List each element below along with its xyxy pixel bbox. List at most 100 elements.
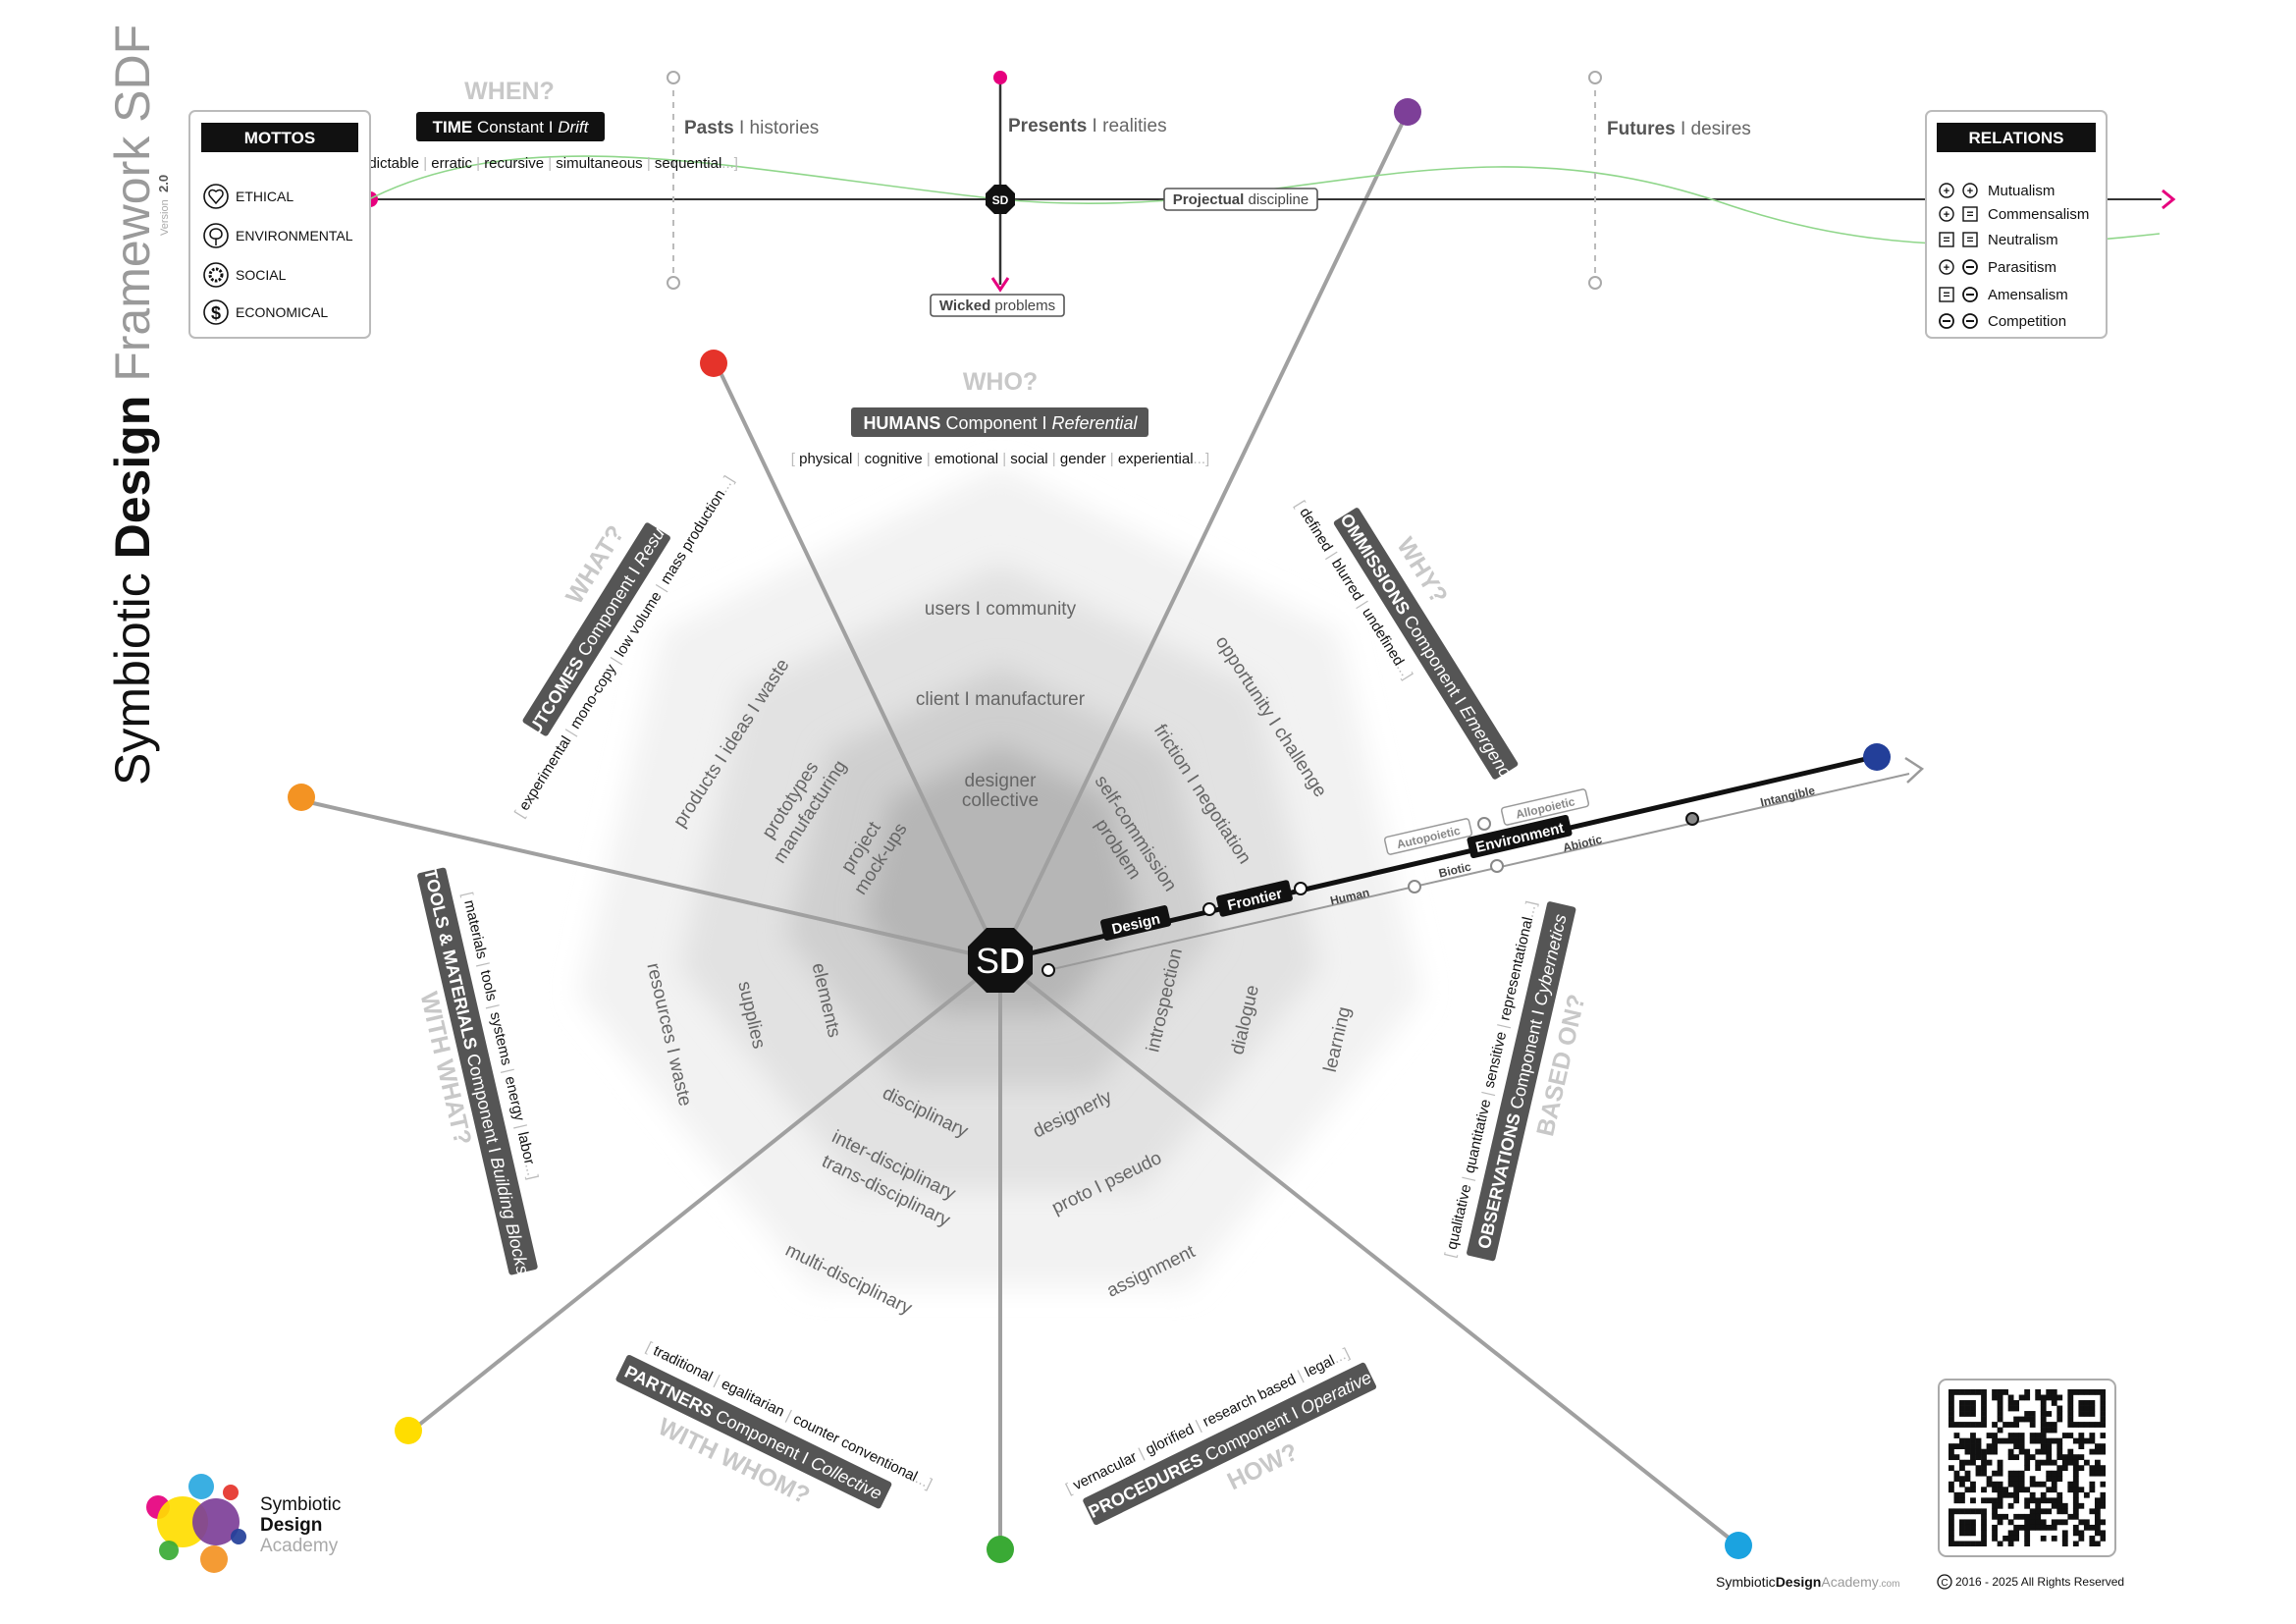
relations-panel-frame	[1925, 110, 2108, 339]
qr-module	[2029, 1497, 2036, 1504]
center-octagon	[968, 928, 1033, 993]
qr-module	[2083, 1437, 2090, 1444]
ring-label: collective	[962, 790, 1039, 811]
qr-module	[2029, 1416, 2036, 1423]
component-box-based-on	[1467, 901, 1576, 1262]
heart-icon-glyph	[208, 189, 224, 205]
qr-module	[2056, 1465, 2063, 1472]
qr-module	[1992, 1433, 1998, 1438]
qr-module	[1992, 1524, 1998, 1531]
qr-module	[1975, 1465, 1982, 1472]
qr-module	[1959, 1541, 1965, 1546]
qr-module	[2024, 1454, 2031, 1461]
spoke-with-what	[407, 958, 1002, 1435]
qr-module	[1992, 1535, 1998, 1542]
center-sd-badge: SD	[968, 928, 1033, 993]
qr-module	[1964, 1476, 1971, 1483]
qr-module	[1981, 1487, 1987, 1493]
qr-module	[2078, 1465, 2085, 1472]
qr-module	[2067, 1394, 2074, 1401]
qr-module	[2067, 1389, 2074, 1395]
qr-module	[2024, 1465, 2031, 1472]
qr-module	[2100, 1491, 2106, 1498]
qr-module	[2002, 1437, 2008, 1444]
qr-module	[1959, 1524, 1965, 1531]
qr-module	[2100, 1433, 2106, 1438]
qr-module	[2067, 1481, 2074, 1488]
qr-module	[2046, 1394, 2053, 1401]
qr-module	[1964, 1448, 1971, 1455]
projectual-box	[1163, 188, 1318, 211]
qr-module	[1981, 1497, 1987, 1504]
axis-dot-based-on	[1863, 743, 1891, 771]
section-with-whom: WITH WHOM? PARTNERS Component I Collecti…	[615, 1338, 934, 1510]
relation-amensalism: = Amensalism	[1939, 287, 2068, 303]
qr-module	[1986, 1497, 1993, 1504]
qr-module	[2061, 1535, 2068, 1542]
qr-module	[2078, 1502, 2085, 1509]
qr-module	[1997, 1400, 2003, 1406]
qr-module	[1986, 1448, 1993, 1455]
axis-end-dots	[288, 98, 1891, 1563]
qr-module	[2046, 1487, 2053, 1493]
qr-module	[2024, 1487, 2031, 1493]
qr-module	[1964, 1524, 1971, 1531]
qr-module	[2067, 1405, 2074, 1412]
logo-bubble	[223, 1485, 239, 1500]
qr-module	[1949, 1487, 1954, 1493]
section-how: HOW? PROCEDURES Component I Operative [ …	[1063, 1345, 1377, 1526]
qr-module	[2029, 1481, 2036, 1488]
qr-module	[1992, 1497, 1998, 1504]
qr-module	[1970, 1389, 1976, 1395]
qr-module	[1981, 1400, 1987, 1406]
futures-label: Futures I desires	[1607, 119, 1751, 139]
qr-module	[2029, 1524, 2036, 1531]
spoke-what	[299, 798, 1001, 962]
mottos-panel-frame	[188, 110, 371, 339]
qr-module	[2051, 1389, 2057, 1395]
qr-module	[2035, 1448, 2042, 1455]
qr-module	[1953, 1541, 1960, 1546]
qr-module	[1970, 1433, 1976, 1438]
timeline-center-text: SD	[992, 193, 1009, 207]
qr-module	[2002, 1535, 2008, 1542]
ring-label: client I manufacturer	[916, 689, 1086, 710]
qr-module	[1959, 1476, 1965, 1483]
qr-module	[2051, 1476, 2057, 1483]
qr-module	[1953, 1470, 1960, 1477]
qr-module	[2024, 1448, 2031, 1455]
qr-module	[2040, 1394, 2047, 1401]
qr-module	[2061, 1465, 2068, 1472]
scale-axis-dot	[1490, 859, 1504, 873]
plus-icon	[1939, 206, 1954, 222]
qr-module	[1981, 1405, 1987, 1412]
qr-module	[2040, 1400, 2047, 1406]
component-box-with-what	[417, 867, 538, 1275]
qr-module	[1997, 1481, 2003, 1488]
qr-module	[1949, 1405, 1954, 1412]
motto-label: ENVIRONMENTAL	[236, 228, 353, 244]
qr-module	[2051, 1470, 2057, 1477]
qr-module	[2056, 1491, 2063, 1498]
gear-icon	[203, 262, 229, 288]
qr-module	[1949, 1519, 1954, 1526]
qr-module	[1964, 1443, 1971, 1449]
section-who: WHO? HUMANS Component I Referential [ ph…	[791, 368, 1209, 467]
ring-label: designer	[965, 771, 1038, 791]
qr-module	[2046, 1470, 2053, 1477]
qr-module	[1949, 1508, 1954, 1515]
qr-module	[2046, 1427, 2053, 1434]
qr-module	[1949, 1524, 1954, 1531]
spoke-how	[998, 958, 1740, 1547]
qr-module	[2013, 1437, 2020, 1444]
qr-module	[1970, 1497, 1976, 1504]
qr-module	[2094, 1389, 2101, 1395]
qr-module	[2007, 1491, 2014, 1498]
qr-module	[2094, 1448, 2101, 1455]
qr-module	[2072, 1389, 2079, 1395]
qr-module	[2078, 1454, 2085, 1461]
component-box-what	[522, 522, 670, 736]
qr-module	[2078, 1443, 2085, 1449]
qr-module	[2083, 1459, 2090, 1466]
qr-module	[2040, 1535, 2047, 1542]
